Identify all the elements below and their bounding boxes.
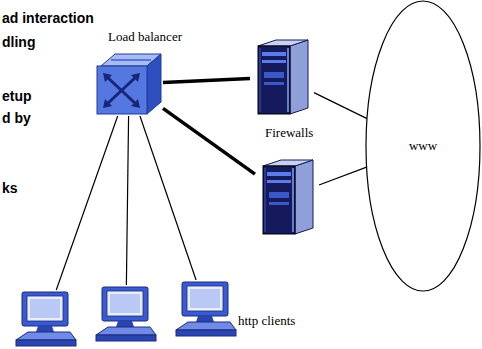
firewall-server-icon xyxy=(255,158,319,236)
node-label: Firewalls xyxy=(265,126,313,141)
slide-text-fragment: d by xyxy=(2,110,31,126)
link-line xyxy=(314,93,367,119)
ellipse-shape xyxy=(366,1,480,291)
client-computer-icon xyxy=(174,280,238,338)
slide-text-fragment: etup xyxy=(2,88,32,104)
firewall-group: Firewalls xyxy=(246,36,328,236)
node-label: http clients xyxy=(238,314,295,329)
slide-text-fragment: ks xyxy=(2,180,18,196)
client-computer-icon xyxy=(94,285,158,343)
link-line xyxy=(163,108,255,174)
network-link xyxy=(56,116,196,290)
client-group: http clients xyxy=(12,276,312,348)
load-balancer-icon xyxy=(95,52,163,116)
slide-text-fragment: dling xyxy=(2,34,35,50)
network-link xyxy=(314,93,367,185)
link-line xyxy=(140,116,196,280)
link-line xyxy=(319,167,367,185)
link-line xyxy=(163,78,250,82)
node-label: Load balancer xyxy=(108,30,182,45)
link-line xyxy=(56,116,117,290)
internet-cloud: www xyxy=(365,0,481,292)
link-line xyxy=(126,116,128,285)
slide-text-fragment: ad interaction xyxy=(2,10,94,26)
load-balancer: Load balancer xyxy=(95,30,195,120)
client-computer-icon xyxy=(14,290,78,348)
firewall-server-icon xyxy=(250,38,314,116)
node-label: www xyxy=(409,139,437,154)
network-link xyxy=(163,78,255,174)
